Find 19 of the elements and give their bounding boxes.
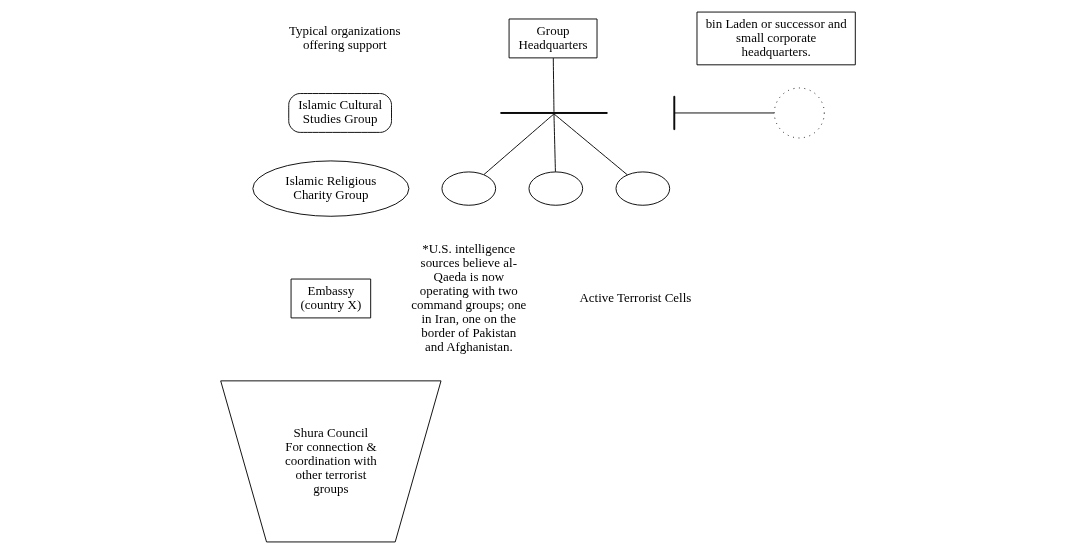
node-ellipse <box>528 171 584 206</box>
connector <box>553 113 628 176</box>
label: Active Terrorist Cells <box>579 289 692 305</box>
node-box: Embassy (country X) <box>290 278 372 319</box>
node-ellipse <box>441 171 497 206</box>
node-circle <box>773 87 825 139</box>
node-ellipse: Islamic Religious Charity Group <box>252 160 410 217</box>
connector <box>552 57 555 113</box>
node-ellipse <box>615 171 671 206</box>
label: *U.S. intelligence sources believe al-Qaeda is now operating with two command groups; one in Iran, one on the border of Pakistan and Afghanistan. <box>411 241 527 354</box>
node-bar <box>500 112 608 114</box>
node-box: bin Laden or successor and small corporate headquarters. <box>696 11 856 66</box>
connector <box>483 113 555 175</box>
node-box: Group Headquarters <box>508 18 598 59</box>
label: Typical organizations offering support <box>289 22 401 52</box>
connector <box>553 113 556 173</box>
connector <box>674 112 775 114</box>
node-bar <box>673 95 676 131</box>
node-box: Islamic Cultural Studies Group <box>288 93 392 133</box>
